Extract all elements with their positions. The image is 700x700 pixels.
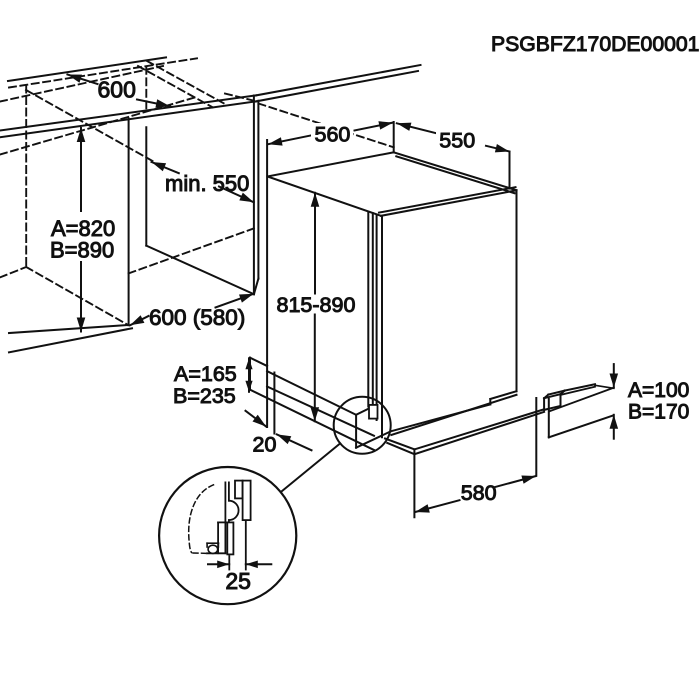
svg-text:815-890: 815-890 (277, 293, 356, 317)
svg-text:550: 550 (439, 129, 475, 153)
svg-text:580: 580 (461, 481, 497, 505)
svg-text:min. 550: min. 550 (165, 171, 249, 196)
svg-text:560: 560 (315, 123, 351, 147)
svg-text:20: 20 (253, 433, 277, 457)
svg-text:A=100: A=100 (628, 379, 689, 402)
svg-text:600 (580): 600 (580) (149, 305, 245, 330)
svg-text:B=170: B=170 (628, 400, 689, 423)
svg-text:PSGBFZ170DE00001: PSGBFZ170DE00001 (491, 33, 699, 56)
svg-text:B=890: B=890 (50, 238, 114, 263)
svg-text:600: 600 (98, 77, 136, 103)
svg-text:25: 25 (225, 568, 251, 594)
svg-text:A=165: A=165 (174, 362, 237, 386)
svg-text:A=820: A=820 (51, 216, 115, 241)
svg-text:B=235: B=235 (173, 384, 236, 408)
